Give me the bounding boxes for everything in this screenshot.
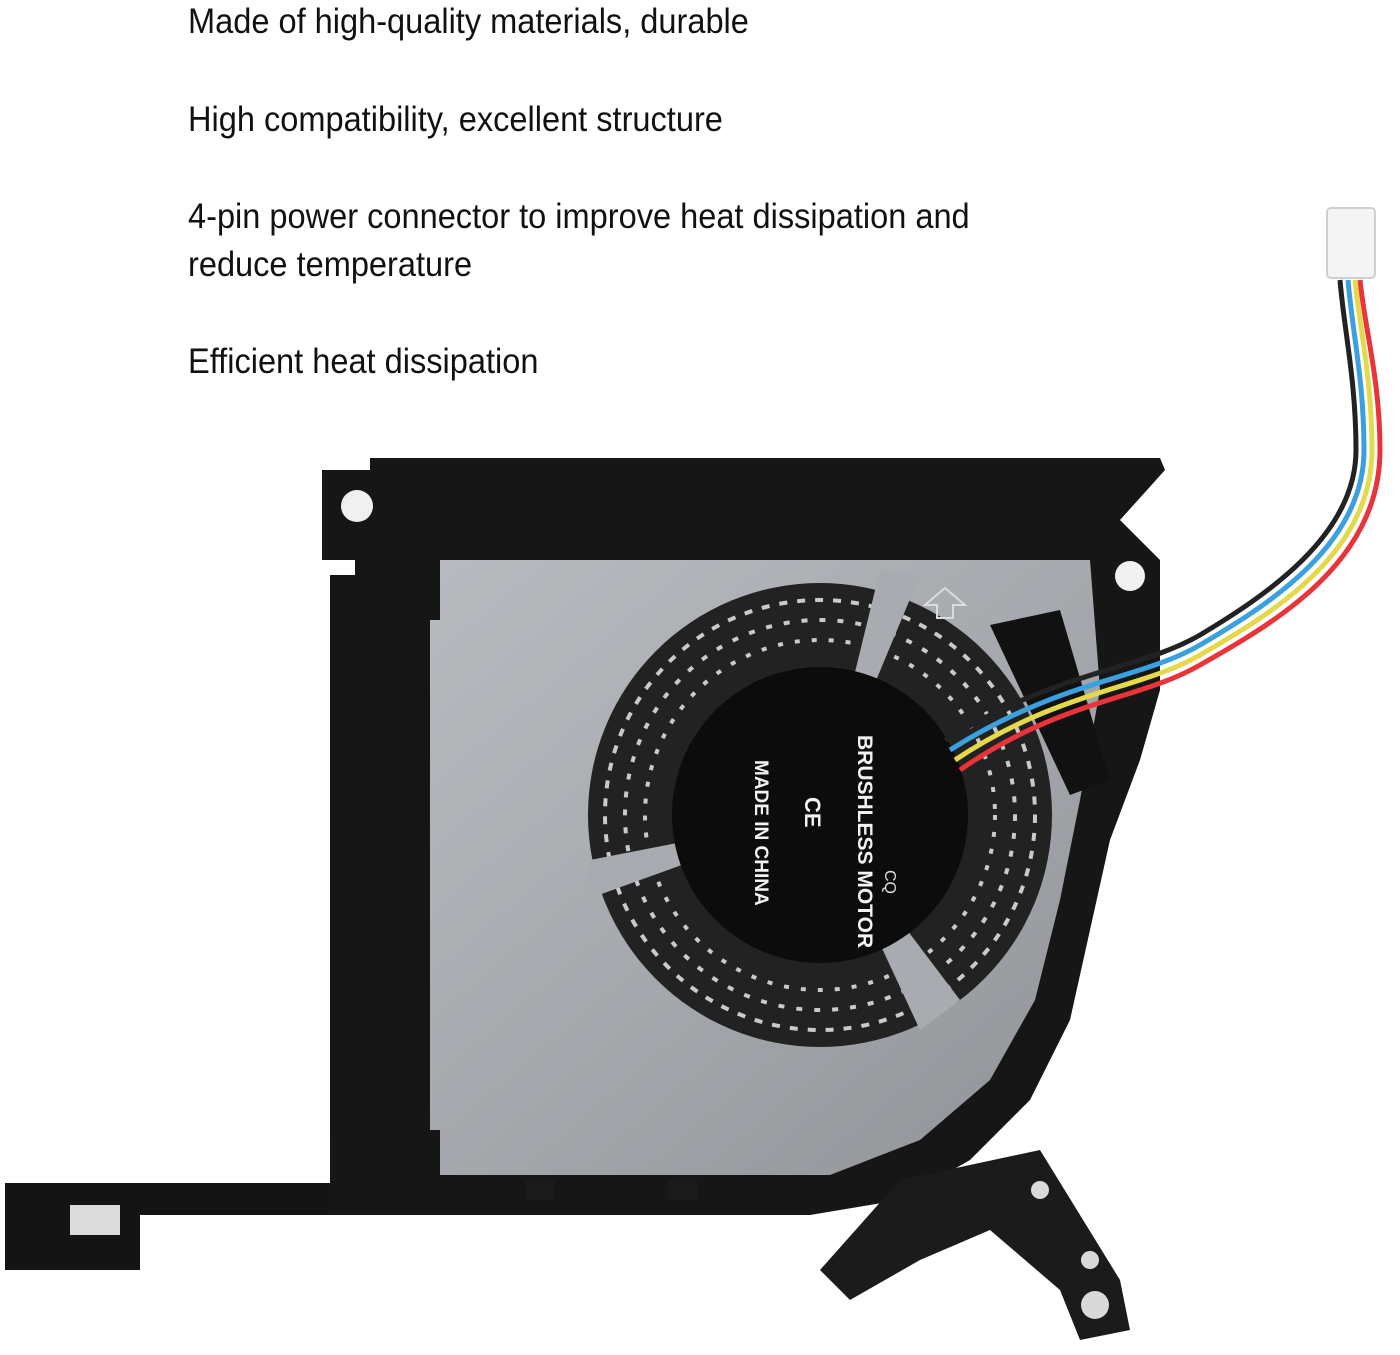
- brand-mark: CQ: [881, 870, 898, 894]
- feature-text: High compatibility, excellent structure: [188, 100, 723, 139]
- motor-label: BRUSHLESS MOTOR MADE IN CHINA CE CQ: [750, 735, 898, 948]
- feature-text: reduce temperature: [188, 245, 473, 284]
- fan-impeller: [585, 570, 1052, 1047]
- feature-heat-dissipation: Efficient heat dissipation: [188, 338, 538, 386]
- airflow-arrow-icon: [922, 586, 968, 619]
- ce-mark-icon: CE: [800, 797, 825, 828]
- fan-cable: [943, 207, 1383, 795]
- feature-compatibility: High compatibility, excellent structure: [188, 96, 723, 144]
- label-made-in-china: MADE IN CHINA: [750, 760, 771, 906]
- foam-strip: [330, 575, 430, 1135]
- feature-text: Made of high-quality materials, durable: [188, 2, 749, 41]
- feature-durable: Made of high-quality materials, durable: [188, 0, 749, 46]
- feature-connector: 4-pin power connector to improve heat di…: [188, 193, 970, 289]
- feature-text: 4-pin power connector to improve heat di…: [188, 197, 970, 236]
- feature-text: Efficient heat dissipation: [188, 342, 539, 381]
- 4-pin-connector: [1326, 207, 1376, 279]
- label-brushless-motor: BRUSHLESS MOTOR: [853, 735, 876, 948]
